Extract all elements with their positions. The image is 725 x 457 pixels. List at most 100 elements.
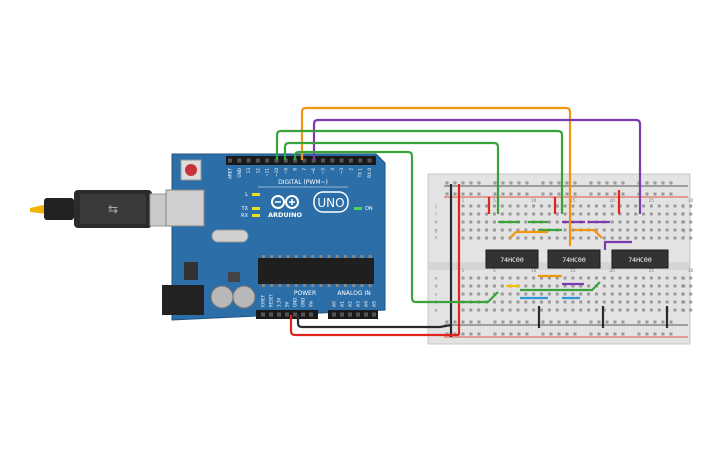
breadboard-hole[interactable] [618,236,622,240]
rail-hole[interactable] [621,192,625,196]
breadboard-hole[interactable] [500,276,504,280]
breadboard-hole[interactable] [594,292,598,296]
breadboard-hole[interactable] [673,212,677,216]
rail-hole[interactable] [653,181,657,185]
breadboard-hole[interactable] [665,212,669,216]
breadboard-hole[interactable] [689,300,693,304]
breadboard-hole[interactable] [610,204,614,208]
breadboard-hole[interactable] [469,284,473,288]
breadboard-hole[interactable] [634,300,638,304]
breadboard-hole[interactable] [524,212,528,216]
breadboard-hole[interactable] [516,308,520,312]
breadboard-hole[interactable] [681,204,685,208]
breadboard-hole[interactable] [532,228,536,232]
rail-hole[interactable] [661,320,665,324]
rail-hole[interactable] [613,192,617,196]
breadboard-hole[interactable] [594,204,598,208]
breadboard-hole[interactable] [594,300,598,304]
breadboard-hole[interactable] [618,228,622,232]
rail-hole[interactable] [621,181,625,185]
breadboard-hole[interactable] [618,220,622,224]
breadboard-hole[interactable] [594,212,598,216]
breadboard-hole[interactable] [516,204,520,208]
breadboard-hole[interactable] [602,292,606,296]
breadboard-hole[interactable] [579,276,583,280]
breadboard-hole[interactable] [571,204,575,208]
rail-hole[interactable] [557,332,561,336]
breadboard-hole[interactable] [649,284,653,288]
rail-hole[interactable] [501,192,505,196]
breadboard-hole[interactable] [524,276,528,280]
breadboard-hole[interactable] [524,292,528,296]
rail-hole[interactable] [453,181,457,185]
breadboard-hole[interactable] [642,284,646,288]
rail-hole[interactable] [661,181,665,185]
breadboard-hole[interactable] [610,228,614,232]
breadboard-hole[interactable] [587,308,591,312]
breadboard-hole[interactable] [485,308,489,312]
rail-hole[interactable] [517,181,521,185]
breadboard-hole[interactable] [563,204,567,208]
breadboard-hole[interactable] [477,308,481,312]
digital-pin-hole[interactable] [237,158,242,163]
digital-pin-hole[interactable] [274,158,279,163]
breadboard-hole[interactable] [673,236,677,240]
breadboard-hole[interactable] [500,308,504,312]
breadboard-hole[interactable] [681,220,685,224]
rail-hole[interactable] [621,332,625,336]
breadboard-hole[interactable] [657,236,661,240]
breadboard-hole[interactable] [626,236,630,240]
breadboard-hole[interactable] [563,300,567,304]
breadboard-hole[interactable] [547,212,551,216]
breadboard-hole[interactable] [602,228,606,232]
breadboard-hole[interactable] [469,292,473,296]
breadboard-hole[interactable] [689,308,693,312]
breadboard-hole[interactable] [594,228,598,232]
breadboard-hole[interactable] [469,308,473,312]
breadboard-hole[interactable] [673,204,677,208]
breadboard-hole[interactable] [508,212,512,216]
digital-pin-hole[interactable] [311,158,316,163]
breadboard-hole[interactable] [587,204,591,208]
breadboard-hole[interactable] [555,212,559,216]
breadboard-hole[interactable] [492,204,496,208]
breadboard-hole[interactable] [681,212,685,216]
rail-hole[interactable] [549,332,553,336]
digital-pin-hole[interactable] [321,158,325,163]
breadboard-hole[interactable] [485,212,489,216]
breadboard-hole[interactable] [563,276,567,280]
breadboard-hole[interactable] [469,236,473,240]
breadboard-hole[interactable] [626,220,630,224]
breadboard-hole[interactable] [571,276,575,280]
breadboard-hole[interactable] [547,204,551,208]
breadboard-hole[interactable] [642,276,646,280]
breadboard-hole[interactable] [594,308,598,312]
breadboard-hole[interactable] [642,292,646,296]
breadboard-hole[interactable] [602,300,606,304]
breadboard-hole[interactable] [461,308,465,312]
digital-pin-hole[interactable] [302,158,307,163]
purple-wire-pin7[interactable] [312,118,642,214]
rail-hole[interactable] [597,332,601,336]
breadboard-hole[interactable] [516,276,520,280]
rail-hole[interactable] [477,332,481,336]
rail-hole[interactable] [477,192,481,196]
breadboard-hole[interactable] [563,228,567,232]
breadboard-hole[interactable] [547,300,551,304]
breadboard-hole[interactable] [657,276,661,280]
breadboard-hole[interactable] [618,292,622,296]
breadboard-hole[interactable] [642,220,646,224]
breadboard-hole[interactable] [500,204,504,208]
breadboard-hole[interactable] [555,276,559,280]
rail-hole[interactable] [661,192,665,196]
breadboard-hole[interactable] [555,308,559,312]
breadboard-hole[interactable] [571,308,575,312]
rail-hole[interactable] [461,192,465,196]
breadboard-hole[interactable] [540,284,543,288]
breadboard-hole[interactable] [618,276,622,280]
breadboard-hole[interactable] [461,292,465,296]
breadboard-hole[interactable] [681,308,685,312]
power-pin-hole[interactable] [301,312,305,317]
breadboard-hole[interactable] [532,292,536,296]
